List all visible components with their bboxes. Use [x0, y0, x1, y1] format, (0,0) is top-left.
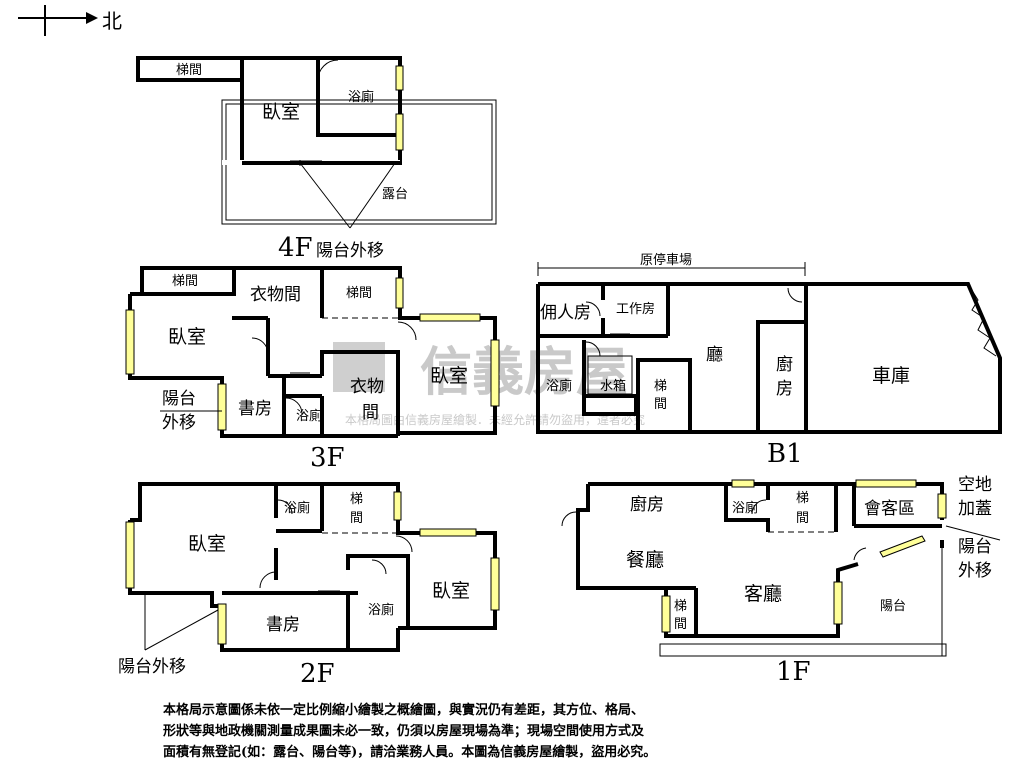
b1-stair-b: 間: [654, 397, 667, 412]
4f-bath: 浴廁: [348, 89, 374, 105]
4f-terrace: 露台: [382, 187, 408, 202]
b1-garage: 車庫: [872, 365, 910, 387]
disclaimer-note: 本格局示意圖係未依一定比例縮小繪製之概繪圖，與實況仍有差距，其方位、格局、 形狀…: [163, 700, 883, 763]
2f-bedroom-2: 臥室: [432, 580, 470, 602]
1f-kitchen: 廚房: [630, 494, 664, 515]
4f-stair: 梯間: [176, 63, 202, 78]
watermark-brand: 信義房屋: [420, 343, 628, 403]
b1-bath: 浴廁: [546, 378, 572, 394]
3f-label: 3F: [310, 443, 345, 473]
3f-balcony-a: 陽台: [162, 389, 196, 409]
2f-stair-b: 間: [350, 511, 363, 526]
1f-balcony: 陽台: [880, 599, 906, 614]
2f-stair-a: 梯: [350, 492, 363, 507]
1f-addon-a: 空地: [958, 475, 992, 495]
2f-label: 2F: [300, 659, 335, 689]
1f-balcony-move-b: 外移: [958, 561, 992, 581]
b1-workroom: 工作房: [616, 301, 655, 317]
4f-label: 4F: [278, 233, 313, 263]
b1-label: B1: [767, 439, 803, 469]
b1-parking-label: 原停車場: [640, 252, 692, 268]
3f-stair-1: 梯間: [172, 274, 198, 289]
1f-dining: 餐廳: [626, 549, 664, 571]
1f-label: 1F: [776, 657, 811, 687]
1f-reception: 會客區: [864, 499, 915, 519]
3f-closet-1: 衣物間: [250, 285, 301, 305]
4f-bedroom: 臥室: [262, 101, 300, 123]
2f-study: 書房: [266, 615, 300, 635]
2f-balcony-label: 陽台外移: [118, 657, 186, 677]
2f-bath-2: 浴廁: [368, 602, 394, 618]
disclaimer-line-3: 面積有無登記(如：露台、陽台等)，請洽業務人員。本圖為信義房屋繪製，盜用必究。: [163, 745, 657, 760]
1f-addon-b: 加蓋: [958, 499, 992, 519]
3f-study: 書房: [238, 399, 272, 419]
2f-bath-1: 浴廁: [284, 500, 310, 516]
disclaimer-line-2: 形狀等與地政機關測量成果圖未必一致，仍須以房屋現場為準；現場空間使用方式及: [163, 724, 645, 739]
1f-stair2-a: 梯: [674, 599, 687, 614]
1f-stair-b: 間: [796, 511, 809, 526]
north-arrow: 北: [18, 5, 122, 36]
1f-stair2-b: 間: [674, 617, 687, 632]
b1-kitchen-b: 房: [776, 379, 793, 399]
floor-4f: [136, 56, 497, 229]
north-label: 北: [102, 9, 122, 33]
3f-bedroom-1: 臥室: [168, 326, 206, 348]
b1-maid-room: 佣人房: [540, 303, 591, 323]
3f-stair-2: 梯間: [346, 286, 372, 301]
1f-stair-a: 梯: [796, 491, 809, 506]
b1-tank: 水箱: [600, 378, 626, 394]
disclaimer-line-1: 本格局示意圖係未依一定比例縮小繪製之概繪圖，與實況仍有差距，其方位、格局、: [163, 703, 645, 718]
1f-bath: 浴廁: [732, 500, 758, 516]
b1-hall: 廳: [706, 345, 723, 365]
floor-2f: [125, 482, 500, 652]
3f-balcony-b: 外移: [162, 413, 196, 433]
1f-living: 客廳: [744, 583, 782, 605]
floor-b1: [536, 262, 1002, 434]
b1-stair-a: 梯: [654, 379, 667, 394]
floor-1f: [561, 479, 1001, 657]
1f-balcony-move-a: 陽台: [958, 537, 992, 557]
floor-3f: [125, 266, 500, 438]
3f-closet-2b: 間: [362, 403, 379, 423]
4f-balcony-label: 陽台外移: [316, 241, 384, 261]
3f-closet-2a: 衣物: [350, 377, 384, 397]
2f-bedroom-1: 臥室: [188, 533, 226, 555]
3f-bath: 浴廁: [296, 408, 322, 424]
3f-bedroom-2: 臥室: [430, 365, 468, 387]
b1-kitchen-a: 廚: [776, 354, 793, 375]
